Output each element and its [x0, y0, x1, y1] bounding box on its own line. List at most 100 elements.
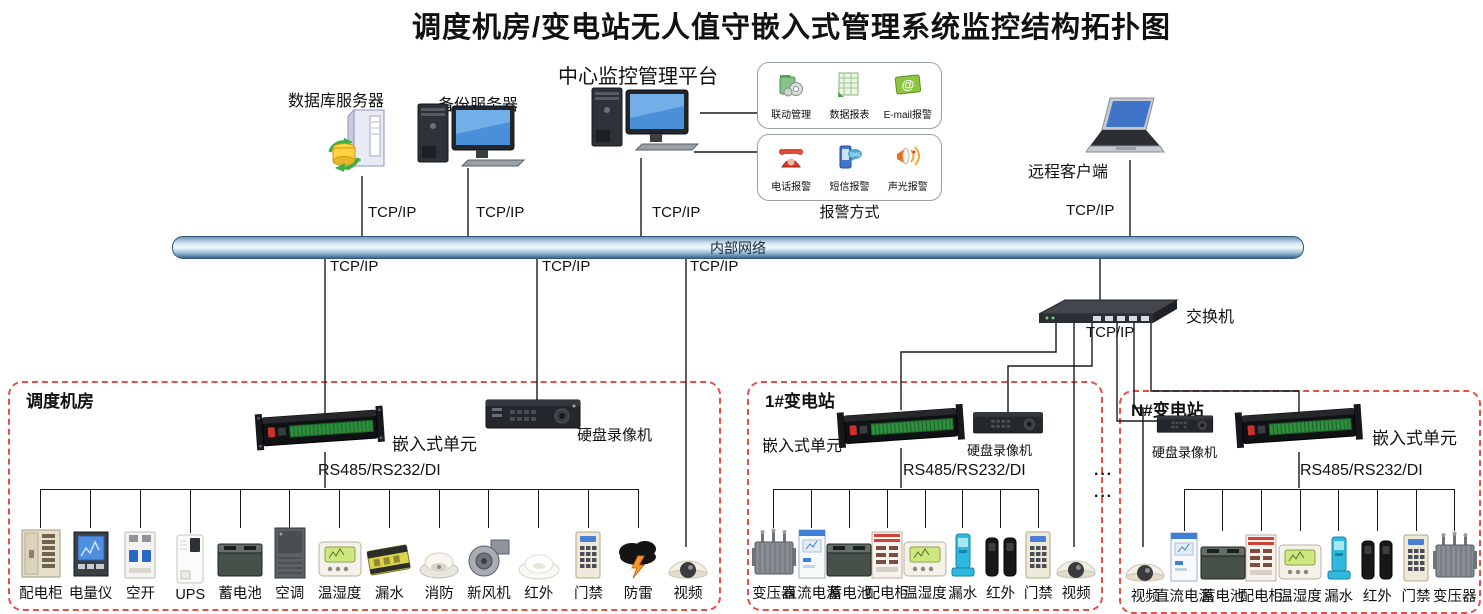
embedded-unit-label: 嵌入式单元 — [392, 435, 477, 454]
device-power-cabinet: 配电柜 — [16, 489, 66, 603]
device-drop-line — [1376, 489, 1378, 531]
device-label: 红外 — [1362, 589, 1392, 605]
battery-icon — [1199, 531, 1247, 583]
embedded-unit-icon — [252, 399, 387, 461]
tcpip-label: TCP/IP — [542, 258, 591, 275]
embedded-unit-label: 嵌入式单元 — [1372, 429, 1457, 448]
device-water-leak-blue: 漏水 — [1319, 489, 1358, 606]
device-infrared-pair: 红外 — [1358, 489, 1397, 606]
device-water-leak-blue: 漏水 — [944, 489, 982, 603]
device-drop-line — [1222, 489, 1224, 531]
device-drop-line — [139, 489, 141, 528]
device-temp-humidity: 温湿度 — [315, 489, 365, 603]
device-access: 门禁 — [1397, 489, 1436, 606]
device-drop-line — [587, 489, 589, 528]
device-label: 门禁 — [1401, 589, 1431, 605]
svg-text:SMS: SMS — [850, 153, 862, 159]
device-label: 电量仪 — [68, 586, 113, 602]
alarm-item: 联动管理 — [762, 70, 820, 121]
device-infrared-dome: 红外 — [514, 489, 564, 603]
device-drop-line — [886, 489, 888, 528]
device-row: 变压器直流电源蓄电池配电柜温湿度漏水红外门禁视频 — [751, 489, 1096, 603]
device-temp-humidity: 温湿度 — [1278, 489, 1322, 606]
dvr-label: 硬盘录像机 — [967, 443, 1033, 458]
serial-bus-label: RS485/RS232/DI — [903, 462, 1026, 479]
database-server-icon — [328, 104, 398, 183]
fan-icon — [465, 528, 513, 580]
device-label: 蓄电池 — [218, 586, 262, 602]
device-label: 红外 — [524, 586, 554, 602]
sound-light-icon — [893, 142, 923, 177]
alarm-item: 数据报表 — [821, 70, 879, 121]
device-power-cabinet2: 配电柜 — [865, 489, 909, 603]
internal-network-bus: 内部网络 — [172, 236, 1304, 259]
device-power-cabinet2: 配电柜 — [1240, 489, 1283, 606]
device-label: 变压器 — [1432, 589, 1477, 605]
lightning-icon — [612, 528, 664, 580]
device-label: 漏水 — [1324, 589, 1354, 605]
device-dc-power: 直流电源 — [783, 489, 841, 603]
infrared-pair-icon — [979, 528, 1023, 580]
transformer-icon — [750, 528, 798, 580]
device-drop-line — [1183, 489, 1185, 531]
device-label: 变压器 — [752, 586, 796, 602]
camera-icon — [665, 528, 711, 580]
alarm-item-label: 声光报警 — [887, 182, 928, 193]
device-label: 视频 — [673, 586, 703, 602]
remote-client-icon — [1080, 96, 1168, 165]
device-drop-line — [1037, 489, 1039, 528]
device-drop-line — [1415, 489, 1417, 531]
device-drop-line — [1260, 489, 1262, 531]
device-fire: 消防 — [414, 489, 464, 603]
water-leak-icon — [365, 528, 413, 580]
device-label: 蓄电池 — [827, 586, 872, 602]
device-label: 温湿度 — [903, 586, 947, 602]
infrared-pair-icon — [1355, 531, 1399, 583]
dvr-icon — [484, 394, 582, 437]
device-drop-line — [1000, 489, 1002, 528]
device-transformer: 变压器 — [1432, 489, 1477, 606]
device-drop-line — [962, 489, 964, 528]
device-drop-line — [488, 489, 490, 528]
access-icon — [571, 528, 605, 580]
ups-icon — [171, 533, 209, 585]
power-cabinet2-icon — [1242, 531, 1280, 583]
power-cabinet-icon — [19, 528, 63, 580]
device-label: 红外 — [986, 586, 1016, 602]
dvr-icon — [972, 408, 1044, 441]
tcpip-label: TCP/IP — [1066, 202, 1115, 219]
alarm-item: 电话报警 — [762, 142, 820, 193]
dc-power-icon — [794, 528, 830, 580]
linkage-icon — [776, 70, 806, 105]
alarm-item-label: E-mail报警 — [883, 110, 932, 121]
temp-humidity-icon — [1277, 531, 1323, 583]
rs485-rail — [1184, 489, 1455, 490]
device-drop-line — [388, 489, 390, 528]
aircon-icon — [270, 527, 310, 580]
tcpip-label: TCP/IP — [690, 258, 739, 275]
temp-humidity-icon — [902, 528, 948, 580]
device-ups: UPS — [165, 489, 215, 603]
power-meter-icon — [70, 528, 112, 580]
breaker-icon — [120, 528, 160, 580]
device-dc-power: 直流电源 — [1155, 489, 1213, 606]
device-label: 空开 — [125, 586, 155, 602]
device-label: UPS — [175, 587, 206, 603]
device-label: 门禁 — [1023, 586, 1053, 602]
device-label: 漏水 — [948, 586, 978, 602]
dvr-icon — [1156, 412, 1214, 440]
central-platform-icon — [588, 84, 700, 165]
serial-bus-label: RS485/RS232/DI — [318, 462, 441, 479]
device-breaker: 空开 — [116, 489, 166, 603]
access-icon — [1399, 531, 1433, 583]
device-camera: 视频 — [663, 489, 713, 603]
device-drop-line — [289, 489, 291, 528]
serial-bus-label: RS485/RS232/DI — [1300, 462, 1423, 479]
device-temp-humidity: 温湿度 — [903, 489, 947, 603]
device-label: 直流电源 — [782, 586, 841, 602]
device-power-meter: 电量仪 — [66, 489, 116, 603]
embedded-unit-icon — [1232, 398, 1365, 460]
switch-label: 交换机 — [1186, 309, 1235, 326]
